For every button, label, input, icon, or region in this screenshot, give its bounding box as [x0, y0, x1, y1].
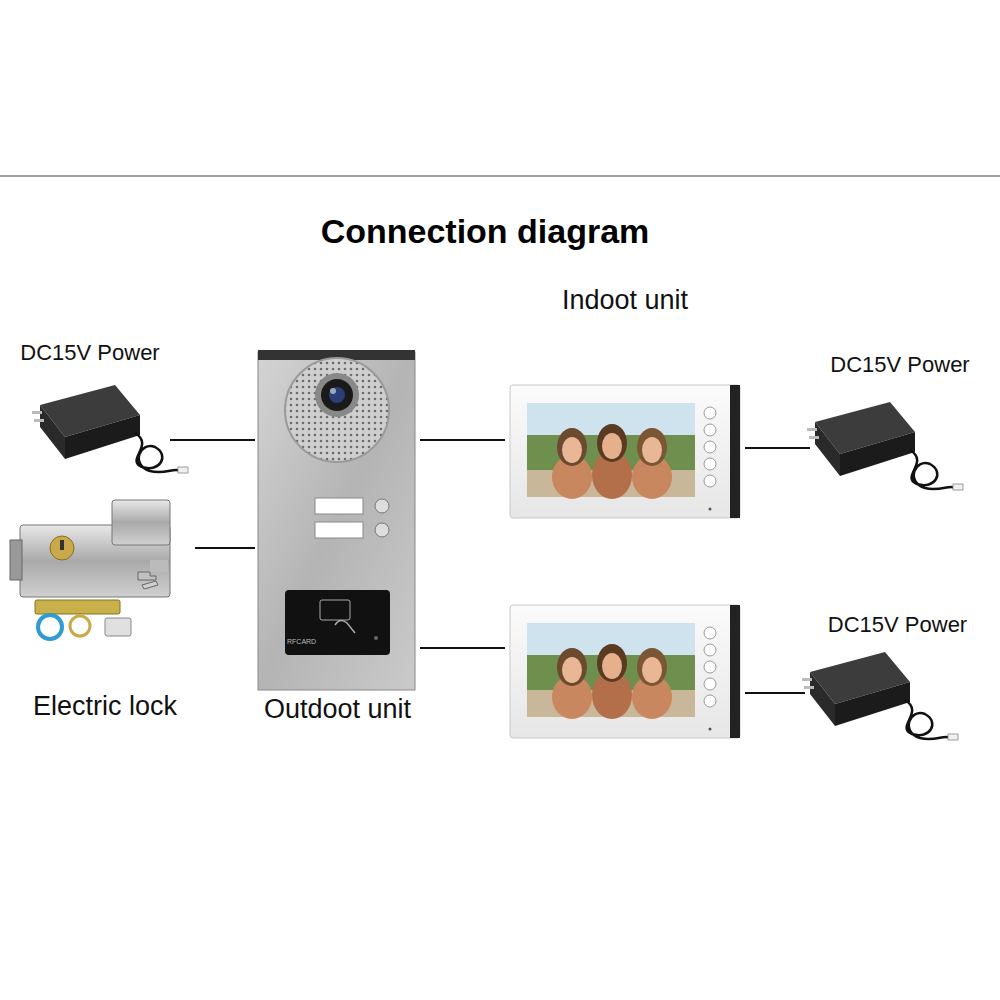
- wire-connector: [420, 647, 505, 649]
- outdoor-panel-part: [329, 387, 345, 403]
- indoor-monitor: Indoot unit: [505, 285, 745, 520]
- outdoor-panel-part: [321, 379, 353, 411]
- power-supply: DC15V Power: [805, 612, 990, 752]
- wire-connector: [745, 692, 805, 694]
- device-label: DC15V Power: [830, 352, 969, 377]
- diagram-title: Connection diagram: [0, 212, 970, 251]
- electric-lock-part: [105, 618, 131, 636]
- outdoor-panel-part: [375, 523, 389, 537]
- wire-connector: [195, 547, 255, 549]
- power-supply: DC15V Power: [10, 340, 170, 475]
- electric-lock-part: [10, 540, 22, 580]
- electric-lock-part: [112, 500, 170, 545]
- wire-connector: [170, 439, 255, 441]
- outdoor-panel: [258, 350, 415, 690]
- outdoor-panel-part: [315, 522, 363, 538]
- electric-lock: Electric lock: [15, 490, 195, 722]
- power-supply: DC15V Power: [810, 352, 990, 497]
- outdoor-panel-part: [315, 373, 359, 417]
- outdoor-unit: Outdoot unit: [255, 350, 420, 725]
- electric-lock-part: [70, 616, 90, 636]
- outdoor-panel-part: [374, 636, 378, 640]
- electric-lock: [10, 500, 170, 639]
- power-adapter: [802, 652, 958, 740]
- outdoor-panel-part: [320, 600, 350, 620]
- outdoor-panel-part: [285, 590, 390, 655]
- device-label: Indoot unit: [562, 285, 688, 316]
- electric-lock-part: [150, 560, 168, 572]
- electric-lock-part: [138, 572, 156, 580]
- device-label: Outdoot unit: [264, 694, 411, 725]
- top-rule: [0, 176, 1000, 177]
- electric-lock-part: [50, 536, 74, 560]
- reader-label: RFCARD: [287, 638, 316, 645]
- outdoor-panel-part: [375, 499, 389, 513]
- device-label: DC15V Power: [20, 340, 159, 365]
- outdoor-panel-part: [335, 620, 355, 633]
- outdoor-panel-part: [315, 498, 363, 514]
- electric-lock-part: [60, 540, 64, 550]
- outdoor-panel-part: [258, 352, 415, 690]
- indoor-monitor: [505, 600, 745, 742]
- electric-lock-part: [35, 600, 120, 614]
- indoor-monitor: [510, 385, 740, 518]
- outdoor-panel-part: [285, 358, 389, 462]
- indoor-monitor: [510, 605, 740, 738]
- outdoor-panel-part: [330, 388, 336, 394]
- electric-lock-part: [142, 581, 158, 589]
- wire-connector: [745, 447, 810, 449]
- power-adapter: [807, 402, 963, 490]
- wire-connector: [420, 439, 505, 441]
- power-adapter: [32, 385, 188, 473]
- device-label: DC15V Power: [828, 612, 967, 637]
- device-label: Electric lock: [33, 691, 177, 722]
- electric-lock-part: [38, 615, 62, 639]
